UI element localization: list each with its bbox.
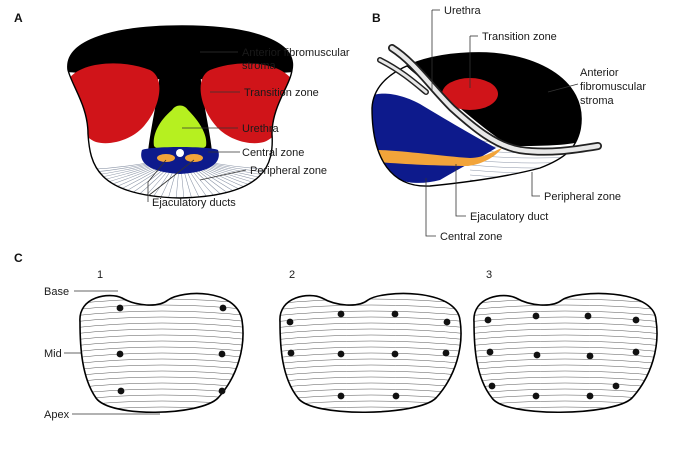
biopsy-site-dot: [532, 392, 540, 400]
biopsy-site-dot: [533, 351, 541, 359]
biopsy-site-dot: [218, 350, 226, 358]
label-peripheral-zone-b: Peripheral zone: [544, 191, 621, 203]
label-ejaculatory-ducts-a: Ejaculatory ducts: [152, 197, 236, 209]
panel-b-sagittal-section: B Urethra Transition zone Anter: [371, 5, 646, 243]
biopsy-site-dot: [337, 350, 345, 358]
ejaculatory-duct-right: [185, 154, 203, 162]
ejaculatory-duct-b: [376, 148, 502, 166]
label-peripheral-zone-a: Peripheral zone: [250, 165, 327, 177]
biopsy-site-dot: [116, 350, 124, 358]
label-ejaculatory-duct-b: Ejaculatory duct: [470, 211, 548, 223]
biopsy-site-dot: [632, 348, 640, 356]
panel-a-letter: A: [14, 11, 23, 25]
biopsy-site-dot: [337, 392, 345, 400]
label-central-zone-a: Central zone: [242, 147, 304, 159]
scheme-number-1: 1: [97, 269, 103, 281]
scheme-1-outline: [79, 292, 244, 414]
transition-zone-b: [442, 78, 498, 110]
transition-zone-right: [200, 63, 293, 144]
panel-b-gland: [372, 52, 582, 187]
biopsy-site-dot: [337, 310, 345, 318]
biopsy-site-dot: [287, 349, 295, 357]
biopsy-site-dot: [219, 304, 227, 312]
label-transition-zone-a: Transition zone: [244, 87, 319, 99]
label-anterior-b-line3: stroma: [580, 95, 615, 107]
urethra-region: [153, 105, 207, 152]
panel-a-axial-section: A Anterior fibromuscular str: [14, 11, 350, 209]
panel-a-capsule-outline: [67, 25, 294, 199]
label-urethra-b: Urethra: [444, 5, 482, 17]
biopsy-site-dot: [117, 387, 125, 395]
biopsy-site-dot: [612, 382, 620, 390]
scheme-number-3: 3: [486, 269, 492, 281]
label-anterior-stroma-a-line2: stroma: [242, 60, 277, 72]
level-label-apex: Apex: [44, 409, 70, 421]
biopsy-site-dot: [486, 348, 494, 356]
label-urethra-a: Urethra: [242, 123, 280, 135]
label-anterior-stroma-a: Anterior fibromuscular: [242, 47, 350, 59]
label-central-zone-b: Central zone: [440, 231, 502, 243]
panel-c-biopsy-schemes: C 1 2 3 Base Mid Apex: [14, 251, 658, 421]
panel-b-letter: B: [372, 11, 381, 25]
label-anterior-b-line2: fibromuscular: [580, 81, 646, 93]
panel-b-capsule-outline: [371, 52, 582, 187]
ejaculatory-duct-left: [157, 154, 175, 162]
biopsy-site-dot: [586, 392, 594, 400]
scheme-number-2: 2: [289, 269, 295, 281]
label-anterior-b-line1: Anterior: [580, 67, 619, 79]
biopsy-site-dot: [586, 352, 594, 360]
scheme-2-outline: [279, 292, 462, 414]
biopsy-site-dot: [532, 312, 540, 320]
biopsy-site-dot: [392, 392, 400, 400]
transition-zone-left: [67, 63, 160, 144]
biopsy-site-dot: [442, 349, 450, 357]
scheme-1-biopsy-sites: [116, 304, 227, 395]
urethra-tube-lumen: [389, 45, 601, 154]
level-label-mid: Mid: [44, 348, 62, 360]
biopsy-site-dot: [632, 316, 640, 324]
scheme-3-biopsy-sites: [484, 312, 640, 400]
biopsy-site-dot: [488, 382, 496, 390]
biopsy-site-dot: [391, 350, 399, 358]
level-label-base: Base: [44, 286, 69, 298]
biopsy-site-dot: [218, 387, 226, 395]
biopsy-site-dot: [116, 304, 124, 312]
biopsy-site-dot: [443, 318, 451, 326]
biopsy-site-dot: [584, 312, 592, 320]
biopsy-site-dot: [286, 318, 294, 326]
urethra-proximal-lumen: [378, 58, 428, 94]
verumontanum: [176, 149, 184, 157]
scheme-2-biopsy-sites: [286, 310, 451, 400]
label-transition-zone-b: Transition zone: [482, 31, 557, 43]
panel-c-letter: C: [14, 251, 23, 265]
biopsy-site-dot: [484, 316, 492, 324]
scheme-3-outline: [473, 292, 658, 414]
biopsy-site-dot: [391, 310, 399, 318]
